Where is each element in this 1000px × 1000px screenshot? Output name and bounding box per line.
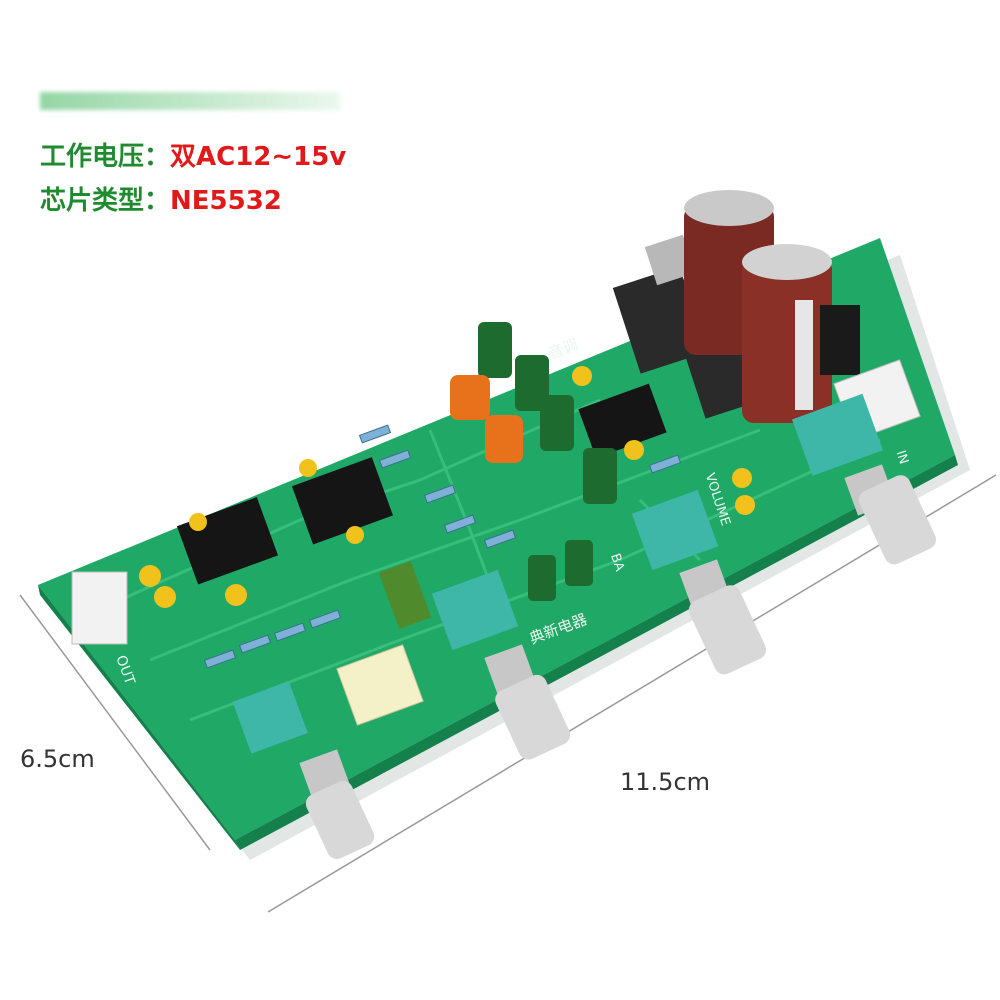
height-dimension-line bbox=[19, 594, 211, 851]
potentiometer-treble bbox=[232, 681, 375, 859]
film-capacitors bbox=[450, 375, 523, 463]
out-connector bbox=[71, 571, 128, 645]
filter-capacitor-2 bbox=[742, 244, 832, 423]
width-dimension-line bbox=[267, 474, 997, 913]
resistors bbox=[203, 424, 682, 669]
width-dimension-label: 11.5cm bbox=[620, 768, 711, 796]
spec-voltage: 工作电压：双AC12~15v bbox=[40, 136, 346, 173]
potentiometer-volume bbox=[791, 393, 936, 565]
jumper-connector bbox=[336, 644, 424, 726]
pcb-edge bbox=[38, 585, 240, 850]
regulator-tab bbox=[644, 234, 696, 286]
chip-label: 芯片类型： bbox=[40, 186, 171, 216]
voltage-label: 工作电压： bbox=[40, 142, 171, 172]
green-film-capacitor bbox=[378, 560, 432, 630]
chip-value: NE5532 bbox=[170, 186, 282, 216]
pcb-edge-front bbox=[235, 455, 958, 850]
faded-watermark-text bbox=[40, 92, 340, 110]
height-dimension-label: 6.5cm bbox=[20, 745, 95, 773]
small-capacitors bbox=[478, 322, 617, 601]
ic-ne5532-2 bbox=[291, 457, 394, 545]
power-connector bbox=[820, 305, 860, 375]
ceramic-capacitors bbox=[139, 366, 755, 608]
ic-ne5532-3 bbox=[578, 383, 667, 459]
spec-chip: 芯片类型：NE5532 bbox=[40, 180, 282, 217]
potentiometer-bass bbox=[631, 489, 766, 675]
potentiometer-mid bbox=[431, 569, 571, 760]
voltage-value: 双AC12~15v bbox=[170, 142, 347, 172]
